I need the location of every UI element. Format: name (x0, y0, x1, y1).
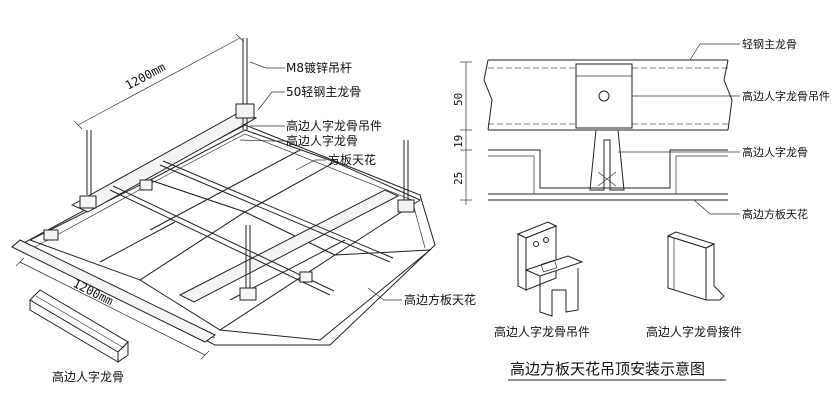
herringbone-keel (112, 185, 335, 292)
dimension-tick (73, 120, 83, 130)
right-callout-main-keel: 轻钢主龙骨 (742, 37, 797, 51)
dimension-tick (235, 33, 245, 43)
hanger-bracket (139, 179, 153, 191)
callout-hanger: 高边人字龙骨吊件 (286, 118, 382, 133)
right-callout-keel: 高边人字龙骨 (742, 145, 808, 159)
hanger-bracket (79, 195, 97, 209)
dim-50: 50 (452, 93, 465, 106)
leader-line (295, 159, 326, 171)
leader-line (257, 91, 285, 111)
main-keel (178, 189, 400, 303)
herringbone-keel (149, 149, 301, 231)
herringbone-keel (99, 221, 176, 263)
hanger-bracket (397, 199, 415, 213)
herringbone-keel (159, 164, 391, 263)
callout-panel-ceiling: 高边方板天花 (404, 292, 476, 307)
connector-part-drawing (666, 231, 725, 301)
herringbone-keel (109, 189, 331, 296)
keel-piece-drawing (29, 289, 129, 363)
dimension-line (77, 37, 241, 126)
dimension-tick (15, 257, 25, 267)
dim-19: 19 (452, 135, 465, 148)
callout-rod: M8镀锌吊杆 (286, 61, 352, 75)
part-connector-label: 高边人字龙骨接件 (646, 324, 742, 339)
diagram-title: 高边方板天花吊顶安装示意图 (510, 360, 705, 378)
right-callout-hanger: 高边人字龙骨吊件 (742, 89, 830, 103)
hanger-bracket (235, 103, 255, 119)
leader-line (249, 61, 285, 69)
hanger-bracket (299, 271, 313, 283)
isometric-assembly: 1200mm 1200mm (11, 33, 436, 360)
hanger-bracket (239, 287, 257, 301)
callout-square-ceiling: 方板天花 (328, 152, 376, 167)
leader-line (367, 287, 402, 301)
right-callout-panel: 高边方板天花 (742, 207, 808, 221)
frame-edge-inner (25, 133, 426, 253)
section-panel (488, 149, 728, 189)
main-keel (70, 111, 258, 213)
section-detail: 50 19 25 (452, 43, 740, 215)
herringbone-keel (162, 160, 394, 259)
main-keel (11, 239, 216, 343)
dim-25: 25 (452, 172, 465, 185)
hanger-bracket (43, 229, 59, 241)
leader-line (239, 139, 285, 142)
part-hanger-label: 高边人字龙骨吊件 (494, 324, 590, 339)
keel-piece-label: 高边人字龙骨 (52, 369, 124, 384)
dimension-tick (200, 350, 210, 360)
callout-main-keel: 50轻钢主龙骨 (286, 85, 361, 99)
section-hanger (575, 63, 633, 129)
section-keel (589, 129, 625, 191)
dimension-label-top: 1200mm (123, 60, 168, 93)
dimension-line (19, 261, 206, 356)
hanger-part-drawing (516, 221, 584, 317)
callout-herringbone: 高边人字龙骨 (286, 133, 358, 148)
